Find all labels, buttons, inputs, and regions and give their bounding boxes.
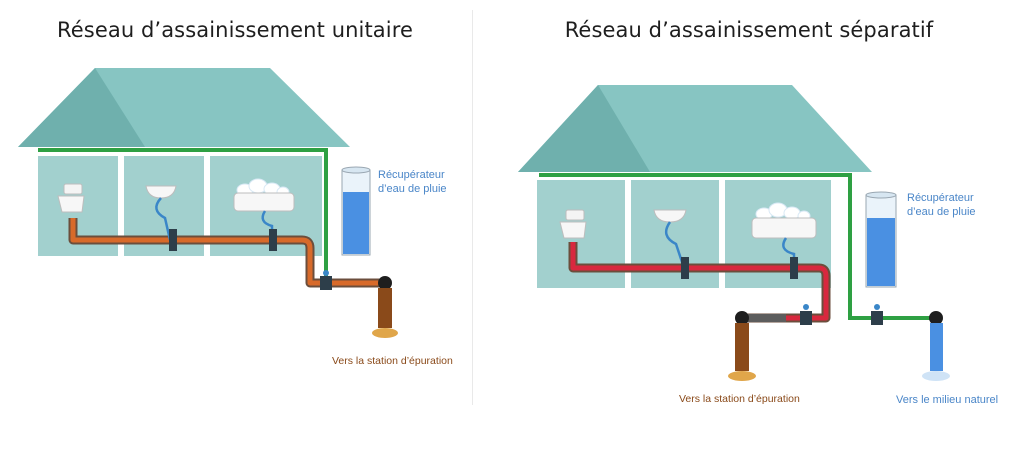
diagram-separatif: Récupérateur d’eau de pluie Vers la stat… — [518, 85, 998, 406]
toilet-icon — [559, 209, 587, 239]
bathtub-icon — [751, 202, 817, 268]
outlet-treatment-label: Vers la station d’épuration — [332, 355, 453, 367]
rain-collector-label-2: d’eau de pluie — [378, 183, 447, 195]
natural-outlet-icon — [922, 311, 950, 381]
toilet-icon — [57, 183, 85, 213]
sink-icon — [145, 185, 177, 241]
outlet-natural-label: Vers le milieu naturel — [896, 394, 998, 406]
sink-icon — [653, 209, 687, 269]
rain-collector-label-1: Récupérateur — [907, 192, 974, 204]
rain-pipe — [539, 173, 936, 320]
sewage-outlet-icon — [728, 311, 756, 381]
diagram-unitaire: Récupérateur d’eau de pluie Vers la stat… — [18, 68, 453, 367]
valve-icon — [169, 229, 332, 290]
rain-pipe — [38, 148, 328, 278]
wastewater-pipe — [568, 242, 831, 323]
title-unitaire: Réseau d’assainissement unitaire — [57, 18, 413, 42]
valve-icon — [681, 257, 883, 325]
roof-gable — [18, 68, 145, 147]
rain-collector-label-2: d’eau de pluie — [907, 206, 976, 218]
outlet-treatment-label: Vers la station d’épuration — [679, 393, 800, 405]
combined-pipe — [68, 218, 385, 288]
rain-tank-icon — [865, 191, 897, 288]
panel-divider — [472, 10, 473, 405]
house-roof — [18, 68, 350, 147]
panel-separatif: Réseau d’assainissement séparatif — [474, 0, 1024, 455]
sewage-outlet-icon — [372, 276, 398, 338]
title-separatif: Réseau d’assainissement séparatif — [564, 18, 934, 42]
panel-unitaire: Réseau d’assainissement unitaire — [0, 0, 470, 455]
bathtub-icon — [233, 178, 295, 240]
rain-collector-label-1: Récupérateur — [378, 169, 445, 181]
house-roof — [518, 85, 872, 172]
roof-gable — [518, 85, 650, 172]
rain-tank-icon — [341, 166, 371, 256]
